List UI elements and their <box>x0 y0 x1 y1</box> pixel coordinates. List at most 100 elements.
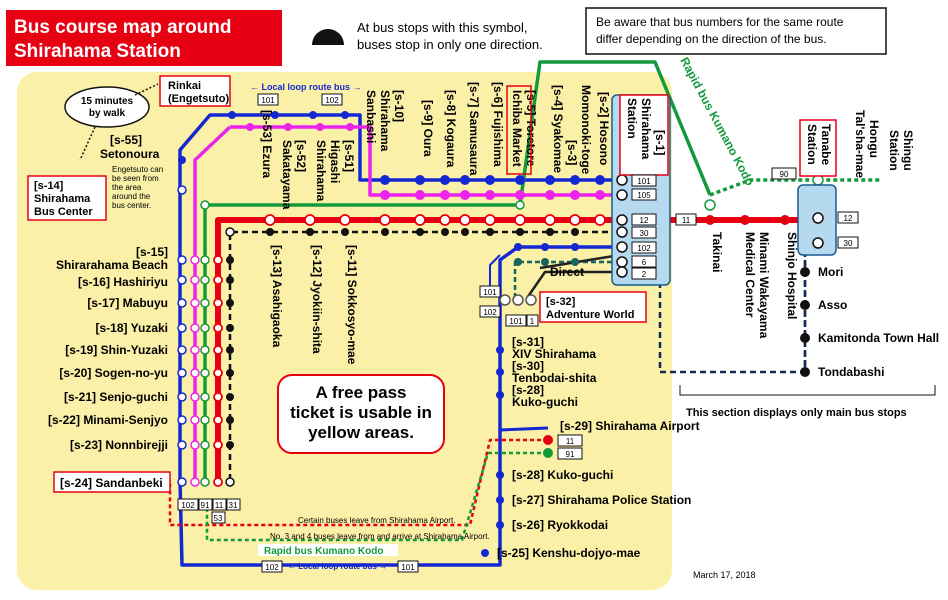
svg-text:[s-12] Jyokiin-shita: [s-12] Jyokiin-shita <box>310 245 324 354</box>
svg-text:[s-16] Hashiriyu: [s-16] Hashiriyu <box>78 275 168 289</box>
svg-text:[s-1]: [s-1] <box>653 130 667 155</box>
svg-text:102: 102 <box>265 563 279 572</box>
adventure-route-numbers: 101 1 101 102 <box>479 285 539 327</box>
east-stop-labels: Takinai Minami Wakayama Medical Center S… <box>710 232 799 339</box>
svg-text:Station: Station <box>887 130 901 171</box>
svg-text:[s-53] Ezura: [s-53] Ezura <box>260 110 274 178</box>
svg-text:102: 102 <box>181 501 195 510</box>
svg-text:12: 12 <box>844 214 853 223</box>
svg-text:Shirahama: Shirahama <box>314 140 328 202</box>
right-stop-labels: [s-31] XIV Shirahama [s-30] Tenbodai-shi… <box>497 335 700 560</box>
svg-text:[s-30]: [s-30] <box>512 359 544 373</box>
rapid-bottom-bg <box>258 544 398 556</box>
rapid-bus-label-bottom: Rapid bus Kumano Kodo <box>264 546 383 557</box>
title-box <box>6 10 282 66</box>
station-platform-stops <box>616 174 628 278</box>
svg-text:1: 1 <box>530 317 535 326</box>
svg-text:102: 102 <box>483 308 497 317</box>
legend-line1: At bus stops with this symbol, <box>357 20 528 35</box>
svg-text:A free pass: A free pass <box>315 383 406 402</box>
svg-text:[s-21] Senjo-guchi: [s-21] Senjo-guchi <box>64 390 168 404</box>
svg-text:[s-9] Oura: [s-9] Oura <box>421 100 435 157</box>
svg-text:[s-28] Kuko-guchi: [s-28] Kuko-guchi <box>512 468 613 482</box>
tanabe-destinations: Tal'sha-mae Hongu Station Shingu <box>853 110 915 178</box>
svg-text:Medical Center: Medical Center <box>743 232 757 318</box>
notice-line2: differ depending on the direction of the… <box>596 32 827 46</box>
svg-text:Kuko-guchi: Kuko-guchi <box>512 395 578 409</box>
direct-label: Direct <box>550 265 584 279</box>
toretore-box <box>506 85 532 175</box>
svg-text:12: 12 <box>640 216 649 225</box>
free-pass-box <box>277 374 445 454</box>
svg-text:Tanabe: Tanabe <box>819 124 833 165</box>
svg-text:[s-51]: [s-51] <box>342 140 356 172</box>
svg-text:[s-4] Syakomae: [s-4] Syakomae <box>551 85 565 173</box>
svg-text:31: 31 <box>229 501 238 510</box>
svg-text:Momonoki-toge: Momonoki-toge <box>579 85 593 175</box>
top-loop-route-numbers: 101 102 <box>257 93 343 106</box>
station-label: [s-1] Shirahama Station <box>625 98 667 160</box>
left-stop-15-name: Shirarahama Beach <box>56 258 168 272</box>
svg-text:[s-6] Fujishima: [s-6] Fujishima <box>491 82 505 167</box>
svg-text:XIV Shirahama: XIV Shirahama <box>512 347 596 361</box>
svg-text:Station: Station <box>805 124 819 165</box>
svg-text:102: 102 <box>637 244 651 253</box>
svg-text:Tenbodai-shita: Tenbodai-shita <box>512 371 597 385</box>
svg-text:Sakatayama: Sakatayama <box>280 140 294 210</box>
svg-text:[s-25] Kenshu-dojyo-mae: [s-25] Kenshu-dojyo-mae <box>497 546 641 560</box>
svg-text:[s-28]: [s-28] <box>512 383 544 397</box>
svg-text:101: 101 <box>509 317 523 326</box>
tanabe-label-box <box>799 119 837 177</box>
setonoura-name: Setonoura <box>100 147 160 161</box>
svg-text:Shingu: Shingu <box>901 130 915 171</box>
title-line1: Bus course map around <box>14 17 232 38</box>
section-bracket <box>679 385 936 396</box>
svg-text:101: 101 <box>637 177 651 186</box>
svg-text:[s-7] Samusaura: [s-7] Samusaura <box>467 82 481 176</box>
inner-stop-labels: [s-13] Asahigaoka [s-12] Jyokiin-shita [… <box>270 245 359 365</box>
svg-text:[s-10]: [s-10] <box>392 90 406 122</box>
svg-text:[s-2] Hosono: [s-2] Hosono <box>597 92 611 165</box>
svg-text:[s-22] Minami-Senjyo: [s-22] Minami-Senjyo <box>48 413 168 427</box>
svg-text:Sanbashi: Sanbashi <box>364 90 378 143</box>
svg-text:yellow areas.: yellow areas. <box>308 423 414 442</box>
svg-text:6: 6 <box>642 258 647 267</box>
svg-text:Station: Station <box>625 98 639 139</box>
adventure-world-box <box>539 291 647 323</box>
svg-text:Minami Wakayama: Minami Wakayama <box>757 232 771 339</box>
sandanbeki-label: [s-24] Sandanbeki <box>60 476 163 490</box>
setonoura-code: [s-55] <box>110 133 142 147</box>
svg-text:105: 105 <box>637 191 651 200</box>
svg-text:[s-27] Shirahama Police Statio: [s-27] Shirahama Police Station <box>512 493 691 507</box>
svg-text:Shirahama: Shirahama <box>378 90 392 152</box>
bottom-loop-route-numbers: 102 101 <box>261 560 419 573</box>
half-circle-symbol-icon <box>312 29 344 45</box>
left-stop-labels: [s-15] Shirarahama Beach [s-16] Hashiriy… <box>48 245 168 452</box>
engetsuto-note: Engetsuto can be seen from the area arou… <box>112 165 163 210</box>
top-stop-labels: [s-53] Ezura [s-52] Sakatayama [s-51] Hi… <box>260 82 611 210</box>
svg-text:Shirahama: Shirahama <box>639 98 653 160</box>
svg-text:53: 53 <box>214 514 223 523</box>
svg-text:[s-31]: [s-31] <box>512 335 544 349</box>
svg-text:be seen from: be seen from <box>112 174 159 183</box>
svg-text:90: 90 <box>780 170 789 179</box>
svg-text:bus center.: bus center. <box>112 201 151 210</box>
svg-text:Takinai: Takinai <box>710 232 724 272</box>
notice-box <box>585 7 887 55</box>
rinkai-line1: Rinkai <box>168 80 201 92</box>
sandanbeki-box <box>53 471 171 493</box>
svg-text:2: 2 <box>642 270 647 279</box>
svg-text:the area: the area <box>112 183 142 192</box>
svg-text:[s-29] Shirahama Airport: [s-29] Shirahama Airport <box>560 419 700 433</box>
svg-text:101: 101 <box>261 96 275 105</box>
svg-text:[s-17] Mabuyu: [s-17] Mabuyu <box>87 296 168 310</box>
svg-text:102: 102 <box>325 96 339 105</box>
title-line2: Shirahama Station <box>14 41 181 62</box>
svg-text:[s-11] Sokkosyo-mae: [s-11] Sokkosyo-mae <box>345 245 359 365</box>
bottom-left-route-numbers: 102 91 11 31 53 <box>177 498 241 524</box>
station-route-numbers: 101 105 12 30 102 6 2 <box>631 174 657 280</box>
bus-center-line3: Bus Center <box>34 206 93 218</box>
svg-text:[s-23] Nonnbirejji: [s-23] Nonnbirejji <box>70 438 168 452</box>
